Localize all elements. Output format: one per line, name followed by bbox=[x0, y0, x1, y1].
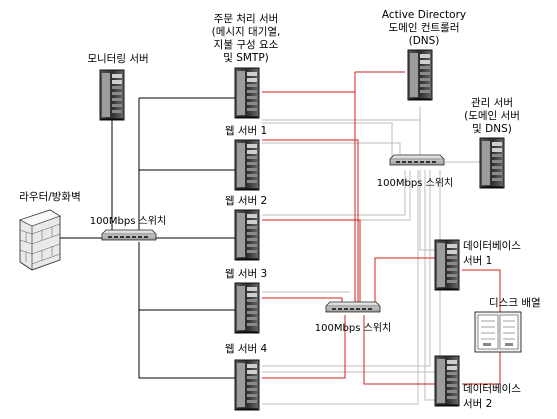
switch-top-icon bbox=[389, 154, 445, 166]
svg-text:(메시지 대기열,: (메시지 대기열, bbox=[212, 26, 281, 38]
svg-text:서버 1: 서버 1 bbox=[463, 255, 492, 267]
svg-text:데이터베이스: 데이터베이스 bbox=[463, 240, 521, 252]
svg-text:도메인 컨트롤러: 도메인 컨트롤러 bbox=[389, 22, 460, 34]
mgmt-server-label: 관리 서버 (도메인 서버 및 DNS) bbox=[464, 97, 520, 135]
switch-left-icon bbox=[101, 229, 157, 241]
web-server-3-label: 웹 서버 3 bbox=[225, 268, 267, 280]
web-server-3 bbox=[234, 282, 260, 334]
database-server-1 bbox=[434, 239, 460, 291]
db-server-2-label: 데이터베이스 서버 2 bbox=[463, 383, 521, 410]
database-server-2 bbox=[434, 355, 460, 407]
svg-text:주문 처리 서버: 주문 처리 서버 bbox=[214, 13, 279, 25]
order-processing-server bbox=[234, 67, 260, 119]
monitoring-server bbox=[99, 69, 125, 121]
web-server-1 bbox=[234, 139, 260, 191]
switch-top-label: 100Mbps 스위치 bbox=[377, 176, 453, 189]
svg-text:Active Directory: Active Directory bbox=[382, 9, 466, 21]
db-server-1-label: 데이터베이스 서버 1 bbox=[463, 240, 521, 267]
svg-text:관리 서버: 관리 서버 bbox=[471, 97, 513, 109]
switch-left-label: 100Mbps 스위치 bbox=[90, 214, 166, 227]
web-server-2-label: 웹 서버 2 bbox=[225, 195, 267, 207]
gray-links bbox=[262, 107, 480, 405]
svg-text:(도메인 서버: (도메인 서버 bbox=[464, 110, 520, 122]
svg-text:및 DNS): 및 DNS) bbox=[472, 123, 512, 135]
black-links bbox=[55, 97, 235, 379]
web-server-4 bbox=[234, 359, 260, 411]
disk-array-label: 디스크 배열 bbox=[489, 297, 541, 309]
router-firewall-label: 라우터/방화벽 bbox=[19, 191, 81, 203]
web-server-1-label: 웹 서버 1 bbox=[225, 125, 267, 137]
router-firewall-icon bbox=[19, 209, 61, 271]
svg-text:(DNS): (DNS) bbox=[409, 35, 440, 47]
switch-bottom-icon bbox=[325, 301, 381, 313]
svg-text:지불 구성 요소: 지불 구성 요소 bbox=[214, 39, 279, 51]
svg-text:및 SMTP): 및 SMTP) bbox=[223, 52, 269, 64]
order-server-label: 주문 처리 서버 (메시지 대기열, 지불 구성 요소 및 SMTP) bbox=[212, 13, 281, 64]
svg-text:데이터베이스: 데이터베이스 bbox=[463, 383, 521, 395]
disk-array-icon bbox=[474, 311, 522, 353]
ad-dc-label: Active Directory 도메인 컨트롤러 (DNS) bbox=[382, 9, 466, 47]
management-server bbox=[479, 137, 505, 189]
switch-bottom-label: 100Mbps 스위치 bbox=[315, 321, 391, 334]
web-server-4-label: 웹 서버 4 bbox=[225, 343, 268, 355]
monitoring-server-label: 모니터링 서버 bbox=[87, 53, 148, 65]
red-links bbox=[262, 71, 501, 385]
ad-domain-controller bbox=[407, 49, 433, 101]
web-server-2 bbox=[234, 209, 260, 261]
svg-text:서버 2: 서버 2 bbox=[463, 398, 492, 410]
